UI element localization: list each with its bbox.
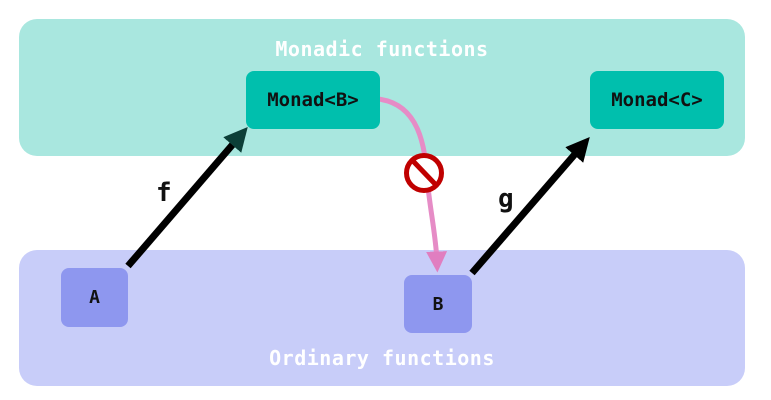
a-label: A	[89, 287, 100, 308]
a-node: A	[61, 268, 128, 327]
monad-b-label: Monad<B>	[267, 89, 359, 111]
arrow-g	[469, 137, 590, 276]
no-entry-icon	[404, 153, 444, 193]
monad-c-node: Monad<C>	[590, 71, 724, 129]
arrow-f	[125, 126, 248, 269]
b-label: B	[432, 293, 444, 315]
ordinary-functions-region: Ordinary functions	[19, 250, 745, 386]
b-node: B	[404, 275, 472, 333]
ordinary-functions-title: Ordinary functions	[269, 346, 495, 370]
monad-c-label: Monad<C>	[611, 89, 703, 111]
arrow-g-label: g	[498, 184, 514, 214]
arrow-f-label: f	[156, 178, 172, 208]
monad-b-node: Monad<B>	[246, 71, 380, 129]
monadic-functions-title: Monadic functions	[275, 37, 489, 61]
